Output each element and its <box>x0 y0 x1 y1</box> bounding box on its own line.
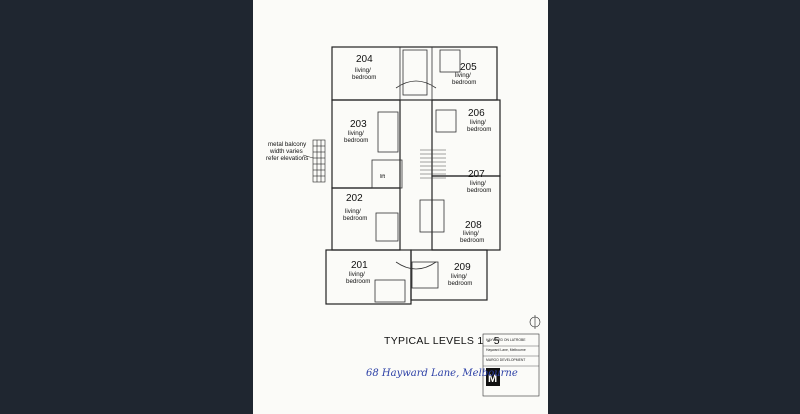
unit-203-label: living/ <box>348 130 364 137</box>
unit-203-label2: bedroom <box>344 137 368 144</box>
lift-label: lift <box>380 174 386 180</box>
unit-202-label2: bedroom <box>343 215 367 222</box>
unit-207-label2: bedroom <box>467 187 491 194</box>
balcony-note-3: refer elevations <box>266 155 308 162</box>
unit-205-number: 205 <box>460 62 477 73</box>
title-block-address: Hayward Lane, Melbourne <box>486 348 526 352</box>
unit-208-label2: bedroom <box>460 237 484 244</box>
drawing-title: TYPICAL LEVELS 1 - 5 <box>384 335 500 347</box>
unit-204-label2: bedroom <box>352 74 376 81</box>
unit-201-label: living/ <box>349 271 365 278</box>
unit-205-label: living/ <box>455 72 471 79</box>
firm-logo: M <box>488 373 497 385</box>
unit-204-number: 204 <box>356 54 373 65</box>
unit-209-number: 209 <box>454 262 471 273</box>
north-arrow-icon <box>529 315 541 329</box>
unit-207-label: living/ <box>470 180 486 187</box>
unit-209-label2: bedroom <box>448 280 472 287</box>
unit-202-label: living/ <box>345 208 361 215</box>
unit-205-label2: bedroom <box>452 79 476 86</box>
unit-208-number: 208 <box>465 220 482 231</box>
unit-206-label: living/ <box>470 119 486 126</box>
title-block-client: MARGO DEVELOPMENT <box>486 358 525 362</box>
unit-208-label: living/ <box>463 230 479 237</box>
title-block-project: HAYWARD ON LATROBE <box>486 338 526 342</box>
unit-206-number: 206 <box>468 108 485 119</box>
unit-201-number: 201 <box>351 260 368 271</box>
title-block: M <box>482 333 540 397</box>
unit-202-number: 202 <box>346 193 363 204</box>
balcony-leader <box>302 154 314 159</box>
balcony-note-2: width varies <box>269 148 303 155</box>
balcony-note-1: metal balcony <box>268 141 307 148</box>
unit-201-label2: bedroom <box>346 278 370 285</box>
metal-balcony <box>312 139 326 183</box>
unit-203-number: 203 <box>350 119 367 130</box>
unit-206-label2: bedroom <box>467 126 491 133</box>
stair-treads <box>420 149 446 179</box>
unit-209-label: living/ <box>451 273 467 280</box>
unit-207-number: 207 <box>468 169 485 180</box>
handwritten-address: 68 Hayward Lane, Melbourne <box>366 368 518 379</box>
inner-walls <box>371 47 461 303</box>
unit-204-label: living/ <box>355 67 371 74</box>
